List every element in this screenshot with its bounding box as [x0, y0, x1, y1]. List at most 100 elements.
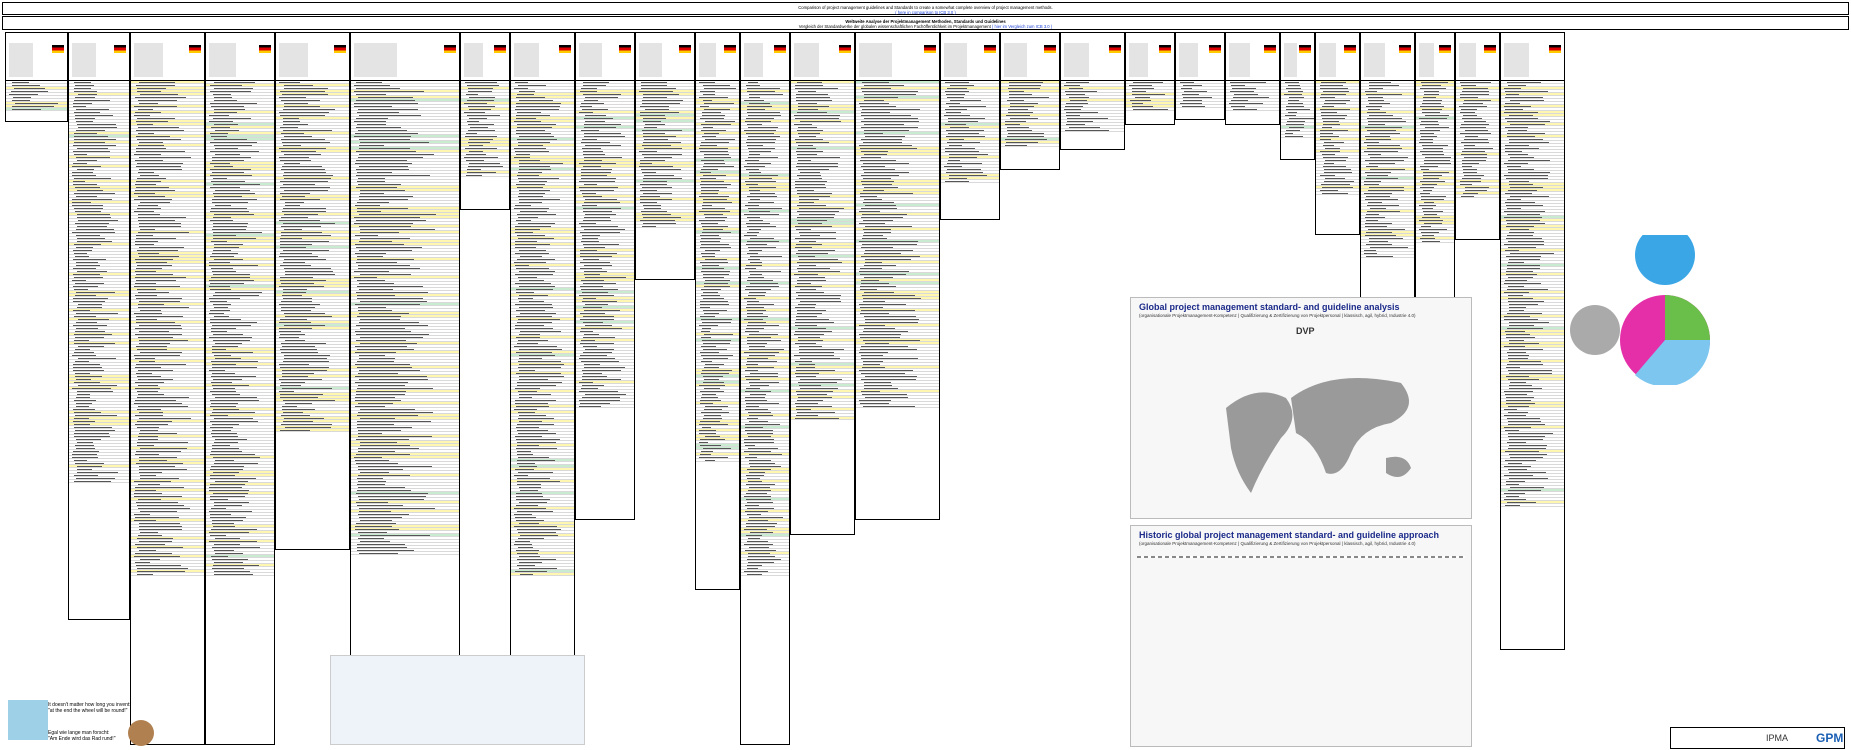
table-row [69, 327, 129, 330]
table-row [6, 84, 67, 87]
cover-image [1129, 43, 1149, 77]
table-row [69, 450, 129, 453]
table-row [69, 381, 129, 384]
table-row [69, 414, 129, 417]
table-row [69, 423, 129, 426]
title-de: Weltweite Analyse der Projektmanagement … [845, 19, 1006, 24]
table-row [131, 255, 204, 258]
table-row [131, 486, 204, 489]
table-row [131, 243, 204, 246]
column-header [636, 33, 694, 81]
table-row [131, 282, 204, 285]
table-row [69, 345, 129, 348]
table-row [131, 84, 204, 87]
table-row [131, 246, 204, 249]
table-row [69, 270, 129, 273]
timeline-axis [1137, 556, 1465, 558]
table-row [131, 231, 204, 234]
table-row [69, 114, 129, 117]
table-row [69, 81, 129, 84]
table-row [131, 156, 204, 159]
cover-image [1229, 43, 1251, 77]
table-row [131, 120, 204, 123]
table-row [69, 360, 129, 363]
table-row [131, 138, 204, 141]
table-row [69, 336, 129, 339]
column-header [1416, 33, 1454, 81]
table-row [69, 111, 129, 114]
standard-column [1315, 32, 1360, 235]
cover-image [209, 43, 237, 77]
table-row [69, 240, 129, 243]
table-row [131, 135, 204, 138]
table-row [69, 357, 129, 360]
cover-image [1064, 43, 1090, 77]
cover-image [354, 43, 398, 77]
table-row [69, 354, 129, 357]
table-row [131, 87, 204, 90]
cover-image [1179, 43, 1199, 77]
table-row [69, 198, 129, 201]
flag-icon [114, 45, 126, 53]
table-row [131, 171, 204, 174]
table-row [131, 465, 204, 468]
table-row [69, 135, 129, 138]
quote-en: It doesn't matter how long you invent: "… [48, 702, 131, 714]
table-row [69, 285, 129, 288]
table-row [131, 390, 204, 393]
table-row [69, 255, 129, 258]
column-header [511, 33, 574, 81]
title-en: Comparison of project management guideli… [798, 5, 1053, 10]
table-row [741, 573, 789, 576]
table-row [131, 531, 204, 534]
table-row [69, 342, 129, 345]
table-row [69, 441, 129, 444]
table-row [6, 81, 67, 84]
table-row [69, 159, 129, 162]
table-row [206, 81, 274, 84]
table-row [131, 498, 204, 501]
cover-image [1419, 43, 1435, 77]
table-row [69, 156, 129, 159]
table-row [69, 294, 129, 297]
column-header [741, 33, 789, 81]
table-row [131, 513, 204, 516]
table-row [69, 174, 129, 177]
table-row [69, 261, 129, 264]
table-row [69, 129, 129, 132]
table-row [131, 414, 204, 417]
table-row [131, 405, 204, 408]
table-row [131, 426, 204, 429]
subtitle-de: Vergleich der Standardwerke der globalen… [798, 24, 991, 29]
table-row [69, 171, 129, 174]
table-row [69, 216, 129, 219]
table-row [131, 150, 204, 153]
cover-image [699, 43, 717, 77]
table-row [69, 195, 129, 198]
table-row [69, 429, 129, 432]
table-row [131, 252, 204, 255]
table-row [69, 120, 129, 123]
table-row [69, 141, 129, 144]
table-row [69, 228, 129, 231]
column-header [1001, 33, 1059, 81]
table-row [69, 393, 129, 396]
link-en[interactable]: ( here in comparison to ICB 3.0 ) [895, 10, 956, 15]
table-row [69, 225, 129, 228]
table-row [131, 369, 204, 372]
table-row [131, 567, 204, 570]
table-row [69, 201, 129, 204]
table-row [69, 168, 129, 171]
flag-icon [1159, 45, 1171, 53]
table-row [206, 87, 274, 90]
table-row [131, 165, 204, 168]
table-row [131, 111, 204, 114]
table-row [69, 102, 129, 105]
table-row [69, 303, 129, 306]
link-de[interactable]: ( hier im Vergleich zum ICB 3.0 ) [991, 24, 1053, 29]
cover-image [9, 43, 34, 77]
table-row [131, 537, 204, 540]
table-row [131, 153, 204, 156]
table-row [131, 411, 204, 414]
table-row [69, 279, 129, 282]
